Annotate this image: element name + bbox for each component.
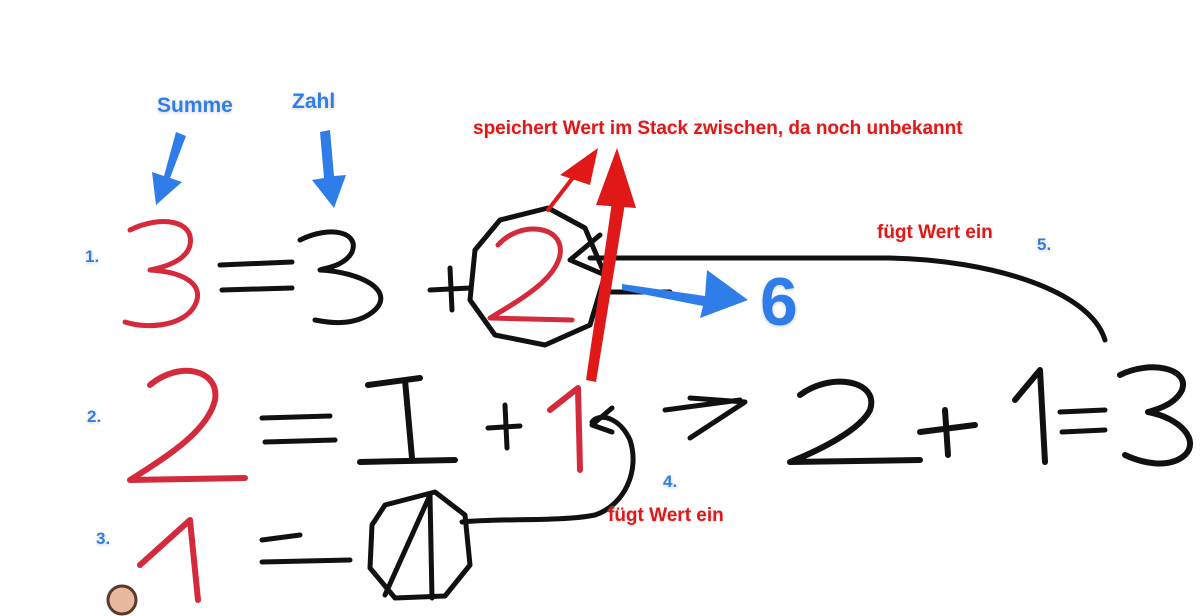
row1-sum-digit-3 (122, 219, 201, 329)
red-arrow-long-body (586, 195, 626, 382)
step-number-3: 3. (96, 529, 111, 548)
row2-arrowhead-stroke (589, 405, 615, 435)
label-zahl: Zahl (292, 90, 336, 113)
label-fuegt-wert-ein-top: fügt Wert ein (877, 222, 993, 243)
red-arrow-short-head (560, 148, 598, 185)
row1-plus-sign (427, 265, 473, 313)
row1-connector-line (587, 255, 1108, 343)
row1-digit-3 (297, 229, 384, 326)
row3-sum-digit-1 (137, 517, 201, 603)
row3-circle (367, 489, 473, 601)
row2-digit-1-right (1012, 367, 1048, 465)
row2-sum-digit-2 (127, 367, 248, 483)
row1-circled-digit-2 (487, 226, 575, 323)
row2-equals-sign (259, 413, 338, 445)
step-number-5: 5. (1037, 235, 1052, 254)
label-summe: Summe (157, 94, 233, 117)
blue-arrow-result (622, 270, 748, 318)
result-value-six: 6 (760, 264, 798, 340)
step-number-1: 1. (85, 247, 100, 266)
row1-equals-sign (217, 259, 295, 293)
row2-implies-arrow (662, 395, 748, 441)
row2-digit-3-right (1117, 364, 1193, 467)
blue-arrow-zahl (312, 130, 346, 208)
row3-circled-digit-1 (382, 492, 435, 601)
row2-plus-sign (485, 402, 523, 451)
row1-arrowhead-stroke (567, 232, 608, 278)
row2-plus-sign-2 (917, 407, 978, 458)
step-number-2: 2. (87, 407, 102, 426)
label-fuegt-wert-ein-bottom: fügt Wert ein (608, 505, 724, 526)
row3-connector-line (459, 415, 636, 525)
red-arrow-long-head (596, 148, 636, 208)
blue-arrow-summe (152, 132, 186, 205)
step-number-4: 4. (663, 472, 678, 491)
label-stack-note: speichert Wert im Stack zwischen, da noc… (473, 118, 963, 139)
row1-circle (467, 205, 608, 348)
row2-digit-2 (787, 378, 923, 465)
row3-equals-sign (259, 532, 353, 565)
corner-avatar-fragment (106, 584, 138, 616)
row2-digit-1 (357, 375, 458, 465)
row2-equals-right (1057, 407, 1108, 435)
row2-red-digit-1 (547, 385, 583, 473)
